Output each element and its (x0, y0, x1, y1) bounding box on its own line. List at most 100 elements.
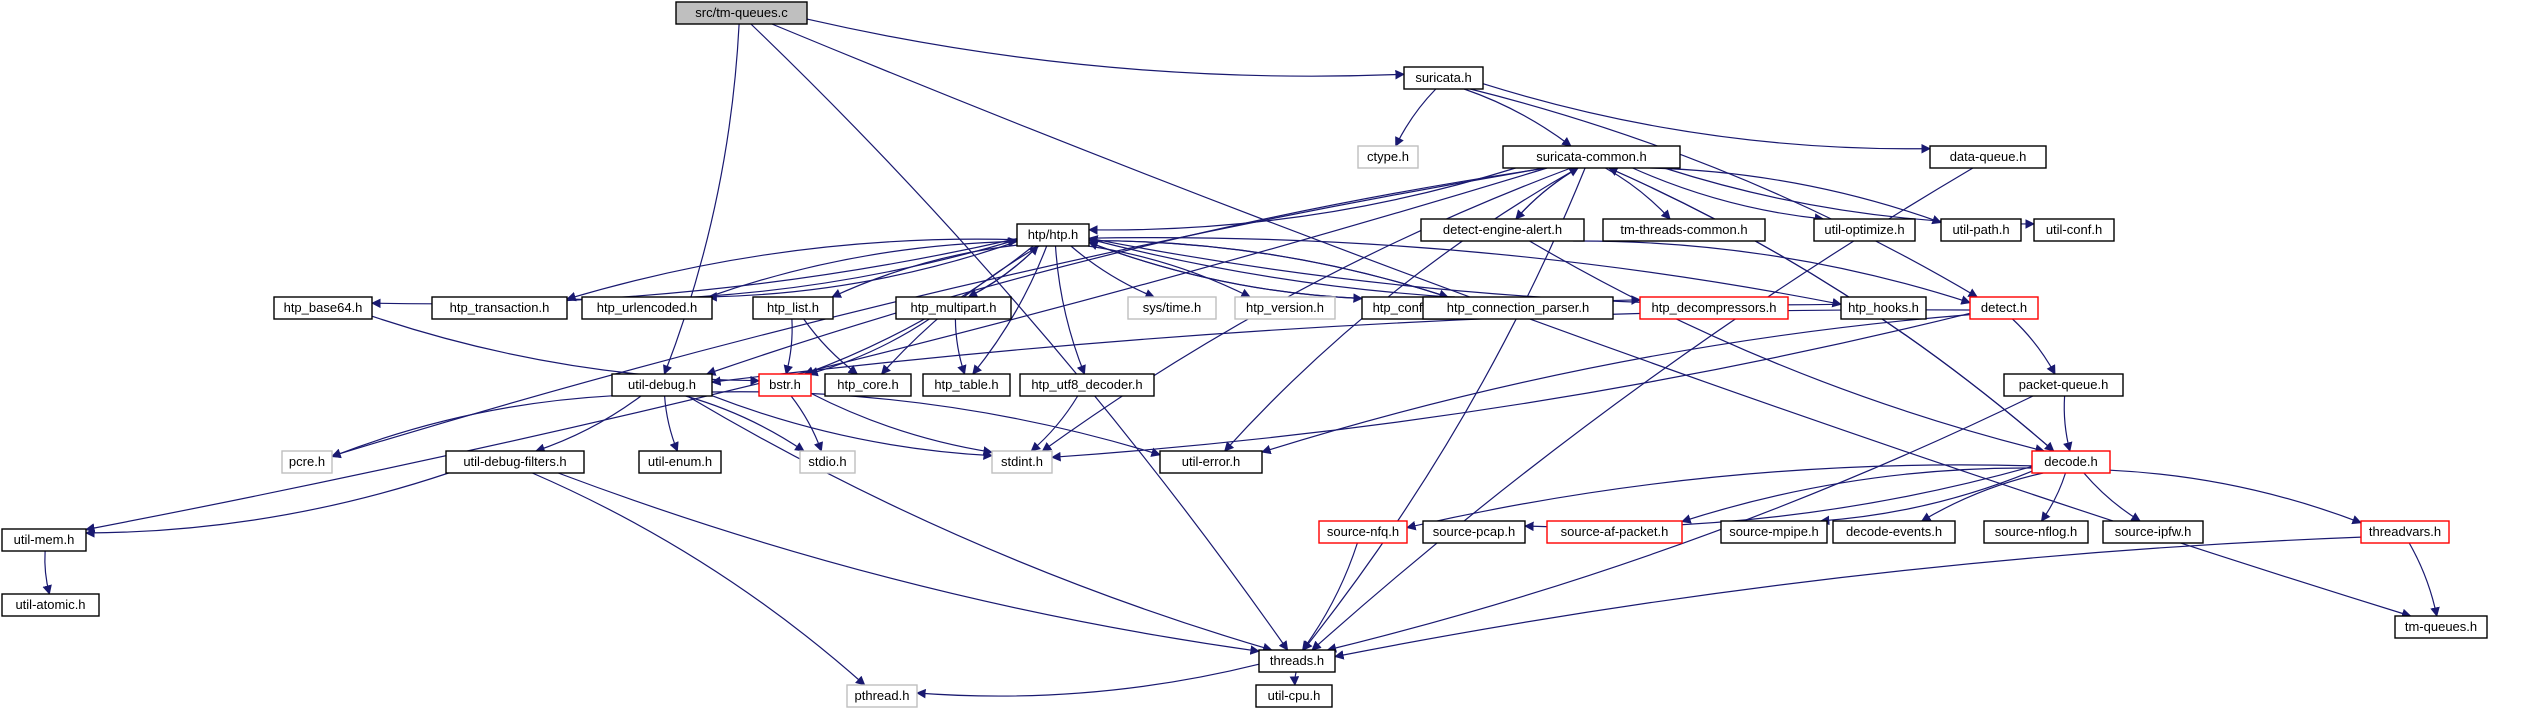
node-label: data-queue.h (1950, 149, 2027, 164)
node-util-mem[interactable]: util-mem.h (1, 528, 87, 552)
node-label: util-conf.h (2046, 222, 2102, 237)
node-suricata[interactable]: suricata.h (1403, 66, 1484, 90)
node-htp-core[interactable]: htp_core.h (824, 373, 912, 397)
node-util-optimize[interactable]: util-optimize.h (1813, 218, 1916, 242)
node-threadvars[interactable]: threadvars.h (2360, 520, 2450, 544)
node-label: util-enum.h (648, 454, 712, 469)
node-label: suricata-common.h (1536, 149, 1647, 164)
edge-threadvars-to-threads (1334, 536, 2362, 660)
edge-suricata-common-to-stdint (1041, 167, 1572, 452)
node-detect-engine-alert[interactable]: detect-engine-alert.h (1420, 218, 1585, 242)
edge-htp-to-htp-transaction (566, 238, 1018, 302)
node-decode[interactable]: decode.h (2031, 450, 2111, 474)
node-htp-transaction[interactable]: htp_transaction.h (431, 296, 568, 320)
node-label: htp/htp.h (1028, 227, 1079, 242)
node-util-debug[interactable]: util-debug.h (611, 373, 713, 397)
node-detect[interactable]: detect.h (1969, 296, 2039, 320)
node-suricata-common[interactable]: suricata-common.h (1502, 145, 1681, 169)
edge-util-debug-to-stdint (711, 395, 993, 460)
edge-packet-queue-to-decode (2063, 395, 2073, 452)
node-box (1422, 296, 1614, 320)
node-box (1234, 296, 1336, 320)
node-util-error[interactable]: util-error.h (1159, 450, 1263, 474)
node-htp-hooks[interactable]: htp_hooks.h (1840, 296, 1927, 320)
edge-detect-to-util-debug (711, 309, 1971, 386)
node-tm-queues[interactable]: tm-queues.h (2394, 615, 2488, 639)
node-data-queue[interactable]: data-queue.h (1929, 145, 2047, 169)
edge-suricata-common-to-util-path (1650, 167, 1942, 225)
node-threads[interactable]: threads.h (1258, 649, 1336, 673)
node-stdint[interactable]: stdint.h (991, 450, 1053, 474)
node-util-enum[interactable]: util-enum.h (638, 450, 722, 474)
node-packet-queue[interactable]: packet-queue.h (2003, 373, 2124, 397)
node-box (2033, 218, 2115, 242)
node-pcre[interactable]: pcre.h (281, 450, 333, 474)
node-util-path[interactable]: util-path.h (1940, 218, 2022, 242)
node-source-nfq[interactable]: source-nfq.h (1318, 520, 1408, 544)
node-box (2102, 520, 2204, 544)
node-util-conf[interactable]: util-conf.h (2033, 218, 2115, 242)
node-util-cpu[interactable]: util-cpu.h (1255, 684, 1333, 708)
node-box (1019, 373, 1155, 397)
node-label: suricata.h (1415, 70, 1471, 85)
node-label: stdio.h (808, 454, 846, 469)
node-htp-list[interactable]: htp_list.h (752, 296, 834, 320)
node-label: pthread.h (855, 688, 910, 703)
node-box (2360, 520, 2450, 544)
edge-source-nfq-to-threads (1302, 542, 1358, 651)
node-sys-time[interactable]: sys/time.h (1127, 296, 1217, 320)
node-label: ctype.h (1367, 149, 1409, 164)
node-label: util-atomic.h (15, 597, 85, 612)
edge-suricata-common-to-pcre (331, 167, 1546, 459)
node-tm-threads-common[interactable]: tm-threads-common.h (1602, 218, 1766, 242)
edge-htp-base64-to-bstr (371, 315, 760, 386)
node-label: htp_connection_parser.h (1447, 300, 1589, 315)
node-box (1832, 520, 1956, 544)
node-label: detect.h (1981, 300, 2027, 315)
edge-suricata-common-to-htp (1088, 167, 1516, 235)
edge-suricata-common-to-util-conf (1664, 167, 2035, 229)
node-source-mpipe[interactable]: source-mpipe.h (1720, 520, 1828, 544)
node-box (1969, 296, 2039, 320)
node-source-ipfw[interactable]: source-ipfw.h (2102, 520, 2204, 544)
node-decode-events[interactable]: decode-events.h (1832, 520, 1956, 544)
node-box (1, 528, 87, 552)
edge-htp-to-htp-decompressors (1088, 238, 1641, 305)
node-util-debug-filters[interactable]: util-debug-filters.h (445, 450, 585, 474)
edge-htp-to-htp-config (1088, 241, 1363, 303)
node-source-nflog[interactable]: source-nflog.h (1983, 520, 2089, 544)
node-box (922, 373, 1011, 397)
node-pthread[interactable]: pthread.h (846, 684, 918, 708)
node-source-pcap[interactable]: source-pcap.h (1422, 520, 1526, 544)
edge-util-debug-to-util-debug-filters (535, 395, 642, 453)
node-ctype[interactable]: ctype.h (1357, 145, 1419, 169)
node-label: source-nfq.h (1327, 524, 1399, 539)
node-htp-urlencoded[interactable]: htp_urlencoded.h (581, 296, 713, 320)
node-util-atomic[interactable]: util-atomic.h (1, 593, 100, 617)
node-label: threads.h (1270, 653, 1324, 668)
node-stdio[interactable]: stdio.h (799, 450, 856, 474)
node-htp-base64[interactable]: htp_base64.h (273, 296, 373, 320)
edge-bstr-to-stdint (810, 392, 993, 456)
node-label: src/tm-queues.c (695, 5, 788, 20)
node-label: detect-engine-alert.h (1443, 222, 1562, 237)
node-source-af-packet[interactable]: source-af-packet.h (1546, 520, 1683, 544)
node-htp-decompressors[interactable]: htp_decompressors.h (1639, 296, 1789, 320)
node-htp-utf8-decoder[interactable]: htp_utf8_decoder.h (1019, 373, 1155, 397)
node-htp[interactable]: htp/htp.h (1016, 223, 1090, 247)
edge-root-to-threads (750, 23, 1289, 651)
node-htp-version[interactable]: htp_version.h (1234, 296, 1336, 320)
node-label: pcre.h (289, 454, 325, 469)
node-label: util-mem.h (14, 532, 75, 547)
edge-htp-list-to-bstr (783, 318, 793, 375)
node-htp-connection-parser[interactable]: htp_connection_parser.h (1422, 296, 1614, 320)
edge-detect-engine-alert-to-suricata-common (1515, 167, 1579, 220)
edge-decode-to-decode-events (1920, 472, 2044, 522)
node-htp-multipart[interactable]: htp_multipart.h (895, 296, 1012, 320)
node-label: decode.h (2044, 454, 2098, 469)
node-root[interactable]: src/tm-queues.c (675, 1, 808, 25)
node-box (1258, 649, 1336, 673)
node-label: htp_core.h (837, 377, 898, 392)
node-htp-table[interactable]: htp_table.h (922, 373, 1011, 397)
node-bstr[interactable]: bstr.h (758, 373, 812, 397)
